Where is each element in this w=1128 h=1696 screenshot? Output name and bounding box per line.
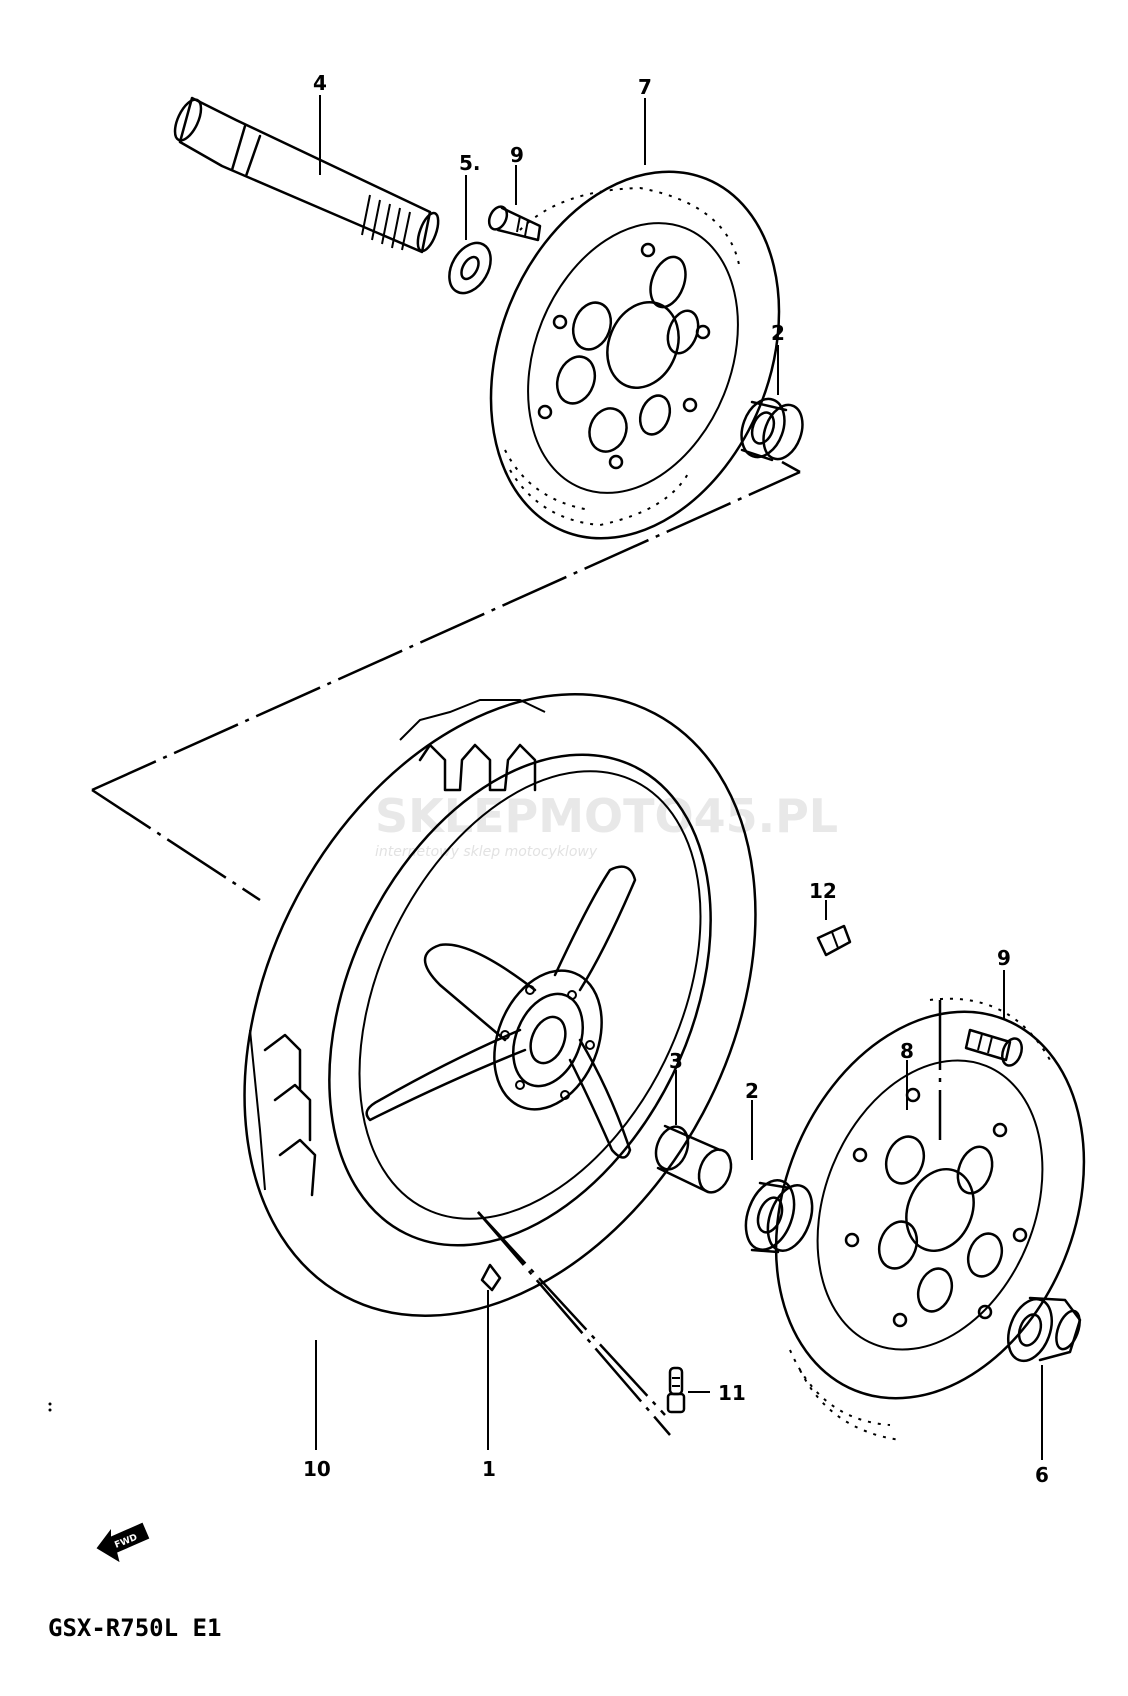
bearing-upper-part [740,397,804,462]
washer-part [448,241,492,295]
axle-part [173,96,440,254]
callout-11: 11 [718,1381,746,1405]
callout-7: 7 [638,75,652,99]
callout-3: 3 [669,1049,683,1073]
callout-9-upper: 9 [510,143,524,167]
callout-12: 12 [809,879,837,903]
bolt-lower-part [964,1028,1023,1067]
brake-disc-right [774,997,1086,1441]
valve-part [666,1366,686,1414]
bearing-lower-part [744,1179,814,1254]
spacer-part [654,1124,733,1194]
callout-1: 1 [482,1457,496,1481]
watermark-main: SKLEPMOTO45.PL [375,789,838,843]
model-code: GSX-R750L E1 [48,1614,221,1642]
bolt-upper-part [487,205,542,242]
balance-weight-part [816,924,852,957]
callout-6: 6 [1035,1463,1049,1487]
brake-disc-left [489,170,781,540]
callout-2-lower: 2 [745,1079,759,1103]
watermark-sub: internetowy sklep motocyklowy [375,844,598,860]
callout-2-upper: 2 [771,321,785,345]
callout-8: 8 [900,1039,914,1063]
callout-4: 4 [313,71,327,95]
wheel-assembly [243,693,757,1317]
callout-10: 10 [303,1457,331,1481]
callout-5: 5. [459,151,481,175]
stray-mark [48,1408,52,1412]
callouts: 4 5. 9 7 2 12 9 8 3 2 11 6 10 1 [303,71,1049,1487]
assembly-guides [91,460,942,1436]
collar-part [1007,1296,1082,1363]
callout-9-lower: 9 [997,946,1011,970]
leader-lines [315,95,1043,1460]
watermark: SKLEPMOTO45.PL internetowy sklep motocyk… [375,789,838,860]
stray-mark [48,1402,52,1406]
fwd-arrow-icon: FWD [96,1522,150,1563]
